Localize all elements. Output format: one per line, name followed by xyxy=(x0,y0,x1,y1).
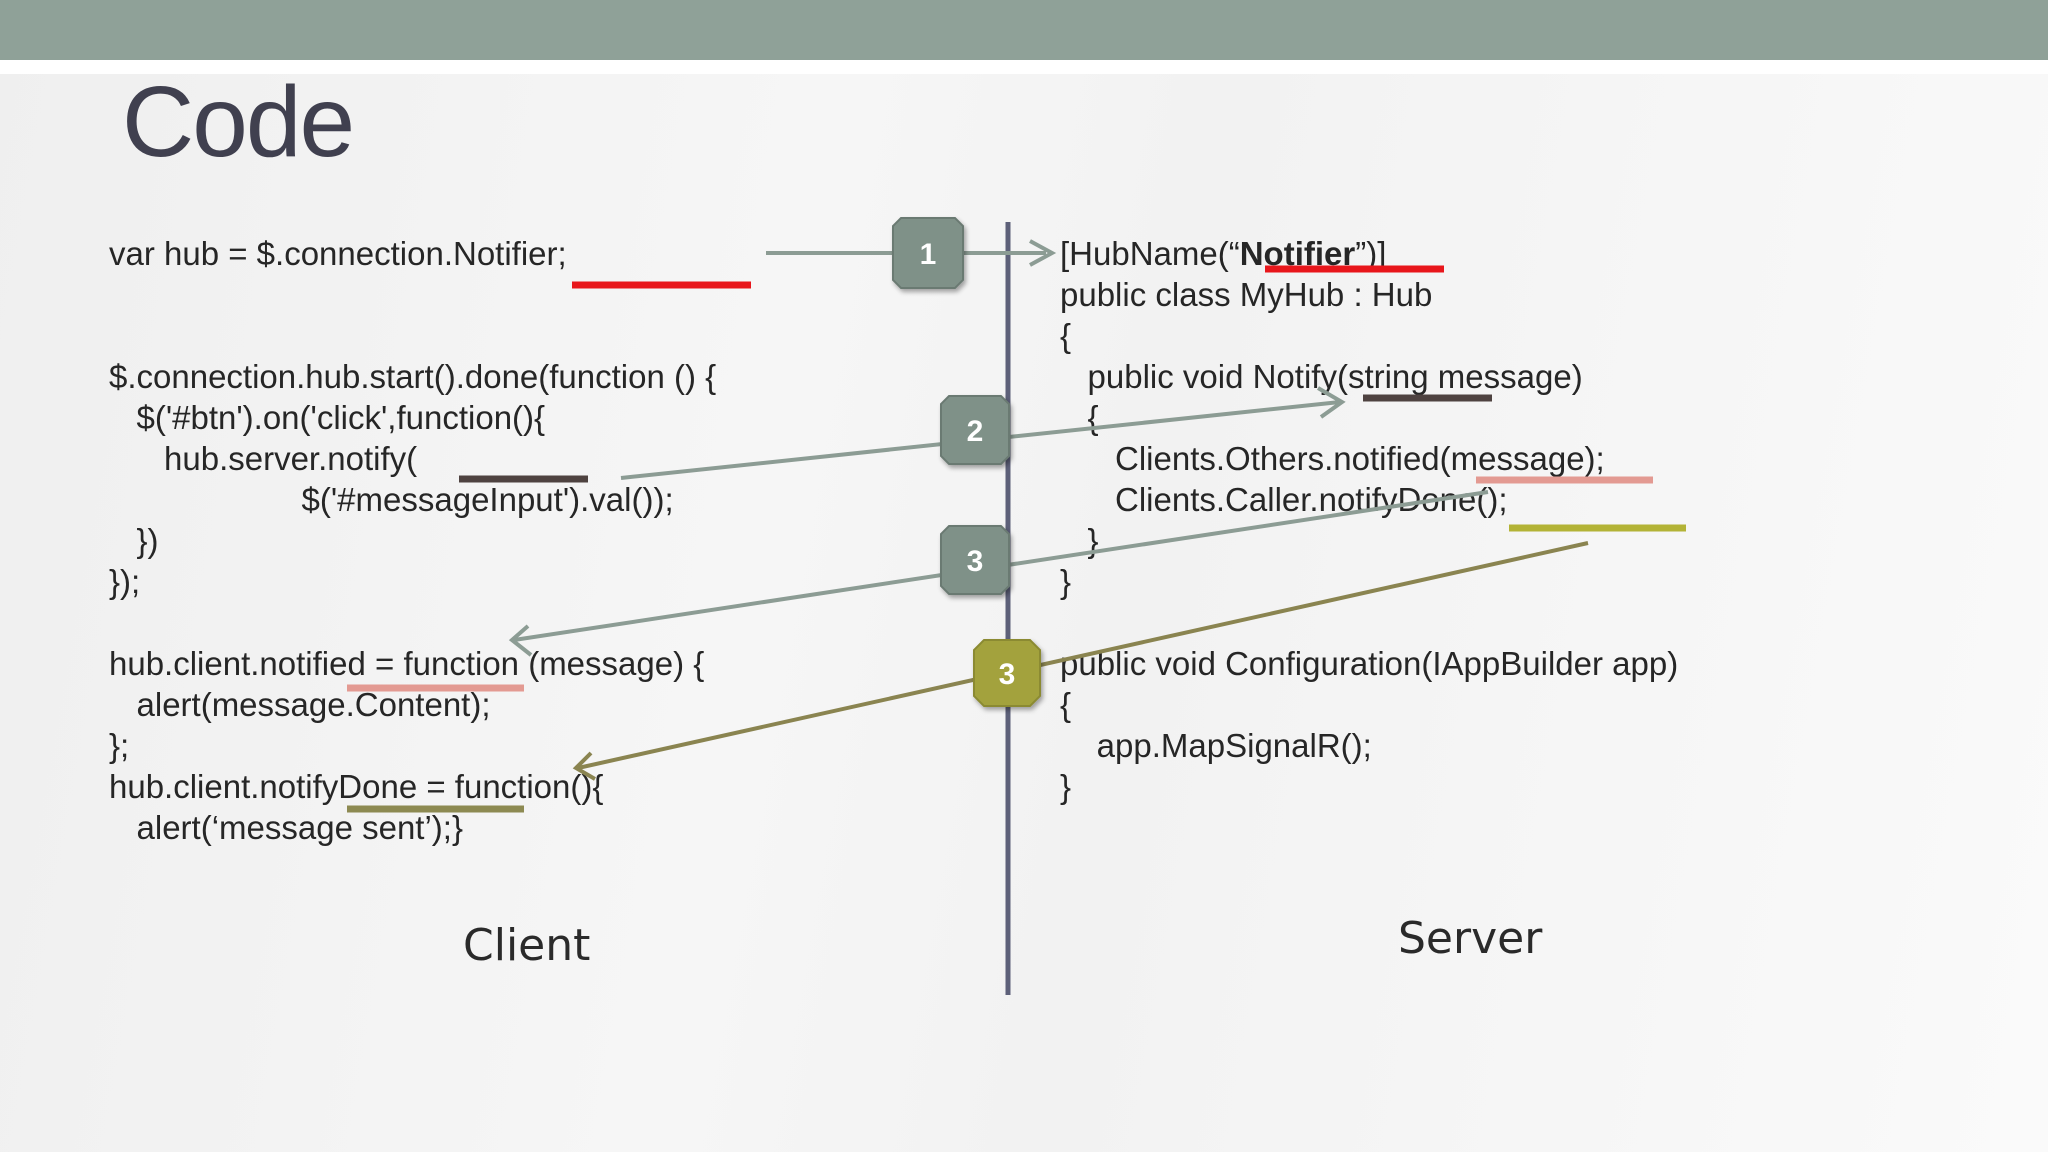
arrow-step-3-notifydone xyxy=(572,541,1589,781)
step-number: 1 xyxy=(920,238,937,271)
client-caption: Client xyxy=(463,920,591,971)
code-line: }; xyxy=(109,727,130,764)
hubname-bold: Notifier xyxy=(1239,235,1356,272)
code-line: app.MapSignalR(); xyxy=(1060,727,1372,764)
code-line: $.connection.hub.start().done(function (… xyxy=(109,358,717,395)
step-number: 3 xyxy=(999,658,1016,691)
code-line: $('#messageInput').val()); xyxy=(109,481,674,518)
code-line: hub.client.notified = function (message)… xyxy=(109,645,705,682)
code-line: { xyxy=(1060,399,1099,436)
code-line: public void Notify(string message) xyxy=(1060,358,1583,395)
server-caption: Server xyxy=(1398,913,1543,964)
step-badge-3: 3 xyxy=(940,525,1010,595)
code-line: alert(message.Content); xyxy=(109,686,491,723)
code-line: alert(‘message sent’);} xyxy=(109,809,463,846)
code-line: $('#btn').on('click',function(){ xyxy=(109,399,546,436)
hubname-attribute: [HubName(“Notifier”)] xyxy=(1060,237,1386,270)
code-line: { xyxy=(1060,317,1072,354)
step-number: 2 xyxy=(967,415,984,448)
header-stripe xyxy=(0,60,2048,74)
code-line: }); xyxy=(109,563,141,600)
header-bar xyxy=(0,0,2048,60)
code-line: { xyxy=(1060,686,1072,723)
step-number: 3 xyxy=(967,545,984,578)
step-badge-3-olive: 3 xyxy=(973,639,1041,707)
code-line: public class MyHub : Hub xyxy=(1060,276,1433,313)
code-line: public void Configuration(IAppBuilder ap… xyxy=(1060,645,1679,682)
code-line: var hub = $.connection.Notifier; xyxy=(109,235,567,272)
hubname-prefix: [HubName(“ xyxy=(1060,235,1240,272)
code-line: Clients.Others.notified(message); xyxy=(1060,440,1605,477)
code-line: } xyxy=(1060,522,1099,559)
code-line: hub.server.notify( xyxy=(109,440,418,477)
code-line: } xyxy=(1060,563,1072,600)
code-line: hub.client.notifyDone = function(){ xyxy=(109,768,604,805)
step-badge-1: 1 xyxy=(892,217,964,289)
hubname-suffix: ”)] xyxy=(1355,235,1387,272)
slide-title: Code xyxy=(122,66,355,178)
step-badge-2: 2 xyxy=(940,395,1010,465)
code-line: } xyxy=(1060,768,1072,805)
code-line: }) xyxy=(109,522,159,559)
